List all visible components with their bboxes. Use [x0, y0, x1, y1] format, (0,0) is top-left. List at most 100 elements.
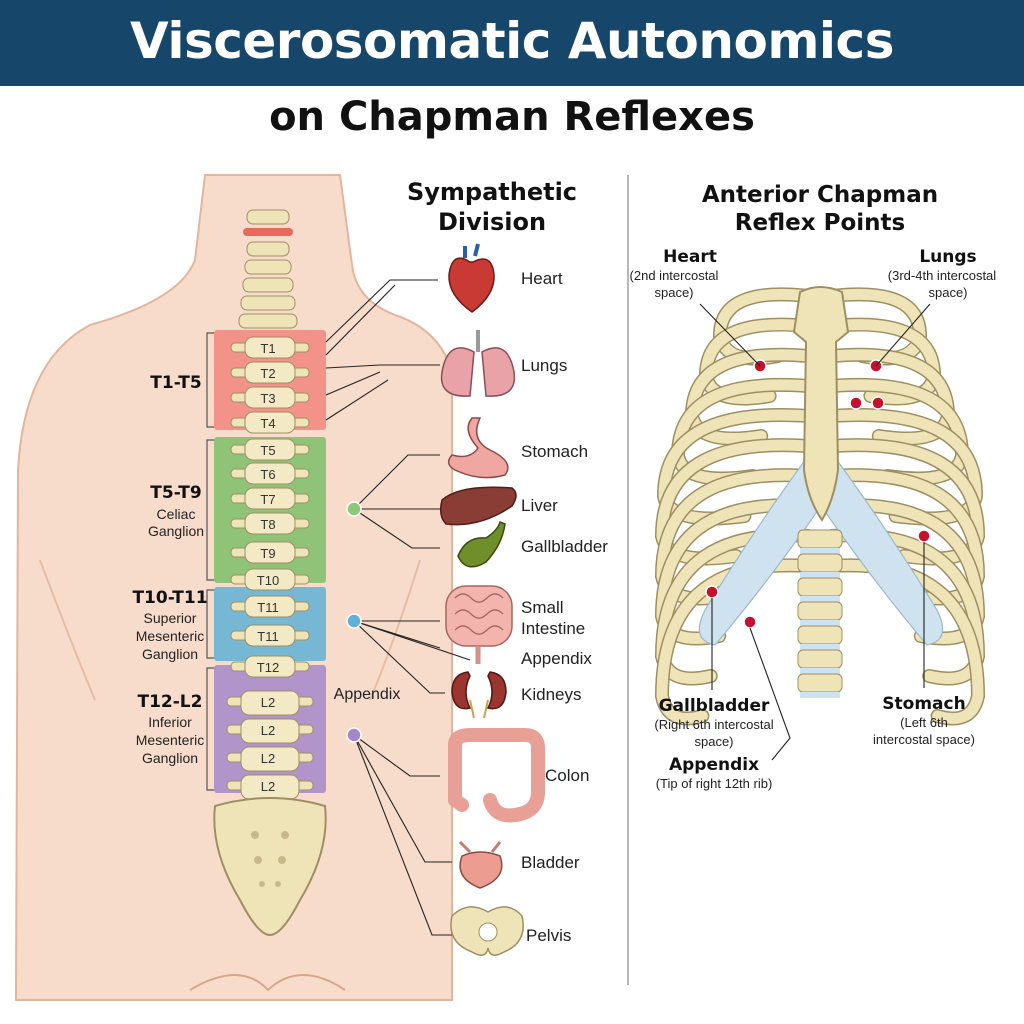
- reflex-appendix-desc-1: (Tip of right 12th rib): [656, 776, 773, 791]
- vertebra-label: T6: [260, 467, 275, 482]
- rib: [656, 529, 814, 684]
- organ-label-colon: Colon: [545, 766, 589, 785]
- group-label-t1-t5: T1-T5: [150, 373, 201, 393]
- rib-cage-disc: [800, 548, 840, 554]
- vertebra-8: T8: [230, 512, 310, 535]
- reflex-dot-appendix: [743, 615, 757, 629]
- bladder-icon: [458, 840, 503, 889]
- reflex-lungs-name: Lungs: [919, 247, 976, 267]
- small-intestine-icon: [445, 585, 513, 664]
- vertebra-13: T12: [230, 655, 310, 678]
- vertebra-label: T8: [260, 517, 275, 532]
- inf-mes-label-2: Mesenteric: [136, 732, 204, 748]
- vertebra-14: L2: [226, 690, 314, 716]
- rib: [826, 499, 984, 644]
- vertebra-16: L2: [226, 746, 314, 772]
- vertebra-17: L2: [226, 774, 314, 800]
- rib: [658, 409, 814, 524]
- gallbladder-icon: [457, 520, 506, 568]
- vertebra-label: T12: [257, 660, 279, 675]
- vertebra-label: T9: [260, 546, 275, 561]
- reflex-heart-desc-2: space): [654, 285, 693, 300]
- vertebra-label: T3: [260, 391, 275, 406]
- rib-cage-disc: [800, 620, 840, 626]
- inf-mes-label-3: Ganglion: [142, 750, 198, 766]
- organ-label-small: Small: [521, 598, 564, 617]
- vertebra-label: T11: [257, 600, 278, 615]
- inferior-mesenteric-node: [346, 727, 362, 743]
- sacrum: [213, 797, 327, 937]
- reflex-dot-gallbladder: [705, 585, 719, 599]
- appendix-node-label: Appendix: [334, 686, 401, 703]
- celiac-label-2: Ganglion: [148, 523, 204, 539]
- celiac-ganglion-node: [346, 501, 362, 517]
- vertebra-2: T2: [230, 361, 310, 384]
- rib-cage-disc: [800, 644, 840, 650]
- vertebra-1: T1: [230, 336, 310, 359]
- vertebra-12: T11: [230, 624, 310, 647]
- vertebra-15: L2: [226, 718, 314, 744]
- vertebra-label: L2: [261, 723, 275, 738]
- organ-label-kidneys: Kidneys: [521, 685, 581, 704]
- pelvis-icon: [450, 906, 524, 956]
- rib-cage-vertebra: [797, 673, 843, 693]
- vertebra-6: T6: [230, 462, 310, 485]
- page-title: Viscerosomatic Autonomics: [130, 12, 894, 70]
- vertebra-label: T11: [257, 629, 278, 644]
- anterior-heading-1: Anterior Chapman: [702, 182, 938, 208]
- reflex-gallbladder-desc-2: space): [694, 734, 733, 749]
- group-label-t12-l2: T12-L2: [138, 692, 203, 712]
- organ-label-liver: Liver: [521, 496, 558, 515]
- vertebra-11: T11: [230, 595, 310, 618]
- rib-cage-disc: [800, 572, 840, 578]
- sympathetic-heading-1: Sympathetic: [407, 178, 577, 206]
- rib: [826, 529, 984, 684]
- vertebra-label: L2: [261, 695, 275, 710]
- reflex-lungs-desc-1: (3rd-4th intercostal: [888, 268, 996, 283]
- rib-cage-disc: [800, 596, 840, 602]
- rib-cage-disc: [800, 668, 840, 674]
- sup-mes-label-3: Ganglion: [142, 646, 198, 662]
- group-label-t5-t9: T5-T9: [150, 483, 201, 503]
- reflex-lungs-desc-2: space): [928, 285, 967, 300]
- vertebra-4: T4: [230, 411, 310, 434]
- organ-label-lungs: Lungs: [521, 356, 567, 375]
- group-brackets: [206, 332, 214, 791]
- organ-label-pelvis: Pelvis: [526, 926, 571, 945]
- reflex-stomach-name: Stomach: [882, 694, 965, 714]
- group-label-t10-t11: T10-T11: [132, 588, 207, 608]
- colon-icon: [448, 728, 545, 823]
- reflex-gallbladder-name: Gallbladder: [659, 696, 770, 716]
- vertebra-label: L2: [261, 779, 275, 794]
- vertebra-label: L2: [261, 751, 275, 766]
- vertebra-label: T2: [260, 366, 275, 381]
- rib-cage-disc: [800, 692, 840, 698]
- stomach-icon: [447, 417, 509, 479]
- reflex-dot-stomach: [917, 529, 931, 543]
- vertebra-label: T10: [257, 573, 279, 588]
- vertebra-label: T7: [260, 492, 275, 507]
- reflex-leaders: [699, 303, 931, 761]
- organ-label-bladder: Bladder: [521, 853, 580, 872]
- vertebra-label: T5: [260, 443, 275, 458]
- reflex-stomach-desc-1: (Left 6th: [900, 715, 948, 730]
- vertebra-3: T3: [230, 386, 310, 409]
- vertebra-10: T10: [230, 568, 310, 591]
- organ-label-gallbladder: Gallbladder: [521, 537, 608, 556]
- organ-label-stomach: Stomach: [521, 442, 588, 461]
- reflex-heart-name: Heart: [663, 247, 717, 267]
- reflex-gallbladder-desc-1: (Right 6th intercostal: [654, 717, 773, 732]
- kidneys-icon: [451, 671, 507, 719]
- reflex-stomach-desc-2: intercostal space): [873, 732, 975, 747]
- page-subtitle: on Chapman Reflexes: [269, 94, 755, 140]
- reflex-appendix-name: Appendix: [669, 755, 759, 775]
- superior-mesenteric-node: [346, 613, 362, 629]
- vertebra-7: T7: [230, 487, 310, 510]
- rib-cage: [654, 286, 986, 726]
- vertebra-5: T5: [230, 438, 310, 461]
- rib: [826, 409, 982, 524]
- nerve-connectors: [325, 279, 471, 936]
- reflex-heart-desc-1: (2nd intercostal: [630, 268, 719, 283]
